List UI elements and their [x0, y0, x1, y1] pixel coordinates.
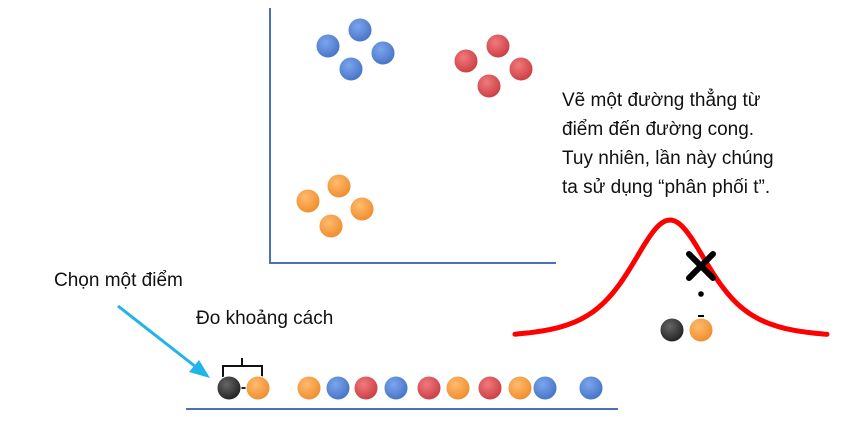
number-line-point-8 — [445, 375, 471, 401]
t-distribution-points — [659, 317, 714, 343]
orange-cluster-point-1 — [326, 173, 352, 199]
orange-cluster-point-4 — [318, 213, 344, 239]
t-point-1 — [659, 317, 685, 343]
pointer-arrow-head — [189, 360, 210, 378]
number-line-point-9 — [477, 375, 503, 401]
distance-bracket — [222, 358, 263, 377]
blue-cluster-point-3 — [370, 40, 396, 66]
number-line-point-3 — [296, 375, 322, 401]
measure-distance-label: Đo khoảng cách — [196, 308, 334, 329]
blue-cluster-point-1 — [347, 17, 373, 43]
number-line-point-2 — [245, 375, 271, 401]
cross-marker-stroke-2 — [686, 251, 716, 281]
red-cluster-point-1 — [485, 33, 511, 59]
pointer-arrow-line — [117, 304, 197, 369]
explanation-line-3: Tuy nhiên, lần này chúng — [562, 148, 774, 169]
explanation-text: Vẽ một đường thẳng từ điểm đến đường con… — [562, 86, 774, 202]
t-point-2 — [688, 317, 714, 343]
number-line-point-11 — [532, 375, 558, 401]
pick-point-label: Chọn một điểm — [54, 270, 183, 291]
number-line-point-5 — [353, 375, 379, 401]
t-distribution-curve — [512, 217, 830, 337]
explanation-line-4: ta sử dụng “phân phối t”. — [562, 177, 771, 198]
number-line-point-6 — [383, 375, 409, 401]
red-cluster-point-4 — [476, 73, 502, 99]
blue-cluster-point-4 — [338, 56, 364, 82]
number-line-point-1 — [216, 375, 242, 401]
red-cluster-point-2 — [453, 48, 479, 74]
explanation-line-1: Vẽ một đường thẳng từ — [562, 90, 761, 111]
orange-cluster-point-3 — [349, 196, 375, 222]
number-line-point-4 — [325, 375, 351, 401]
blue-cluster-point-2 — [315, 33, 341, 59]
number-line-points — [216, 375, 604, 401]
orange-cluster-point-2 — [295, 188, 321, 214]
number-line-point-12 — [578, 375, 604, 401]
number-line-point-7 — [416, 375, 442, 401]
number-line-point-10 — [507, 375, 533, 401]
red-cluster-point-3 — [508, 56, 534, 82]
explanation-line-2: điểm đến đường cong. — [562, 119, 755, 140]
scatter-clusters — [295, 17, 534, 239]
projection-dot — [698, 291, 704, 297]
